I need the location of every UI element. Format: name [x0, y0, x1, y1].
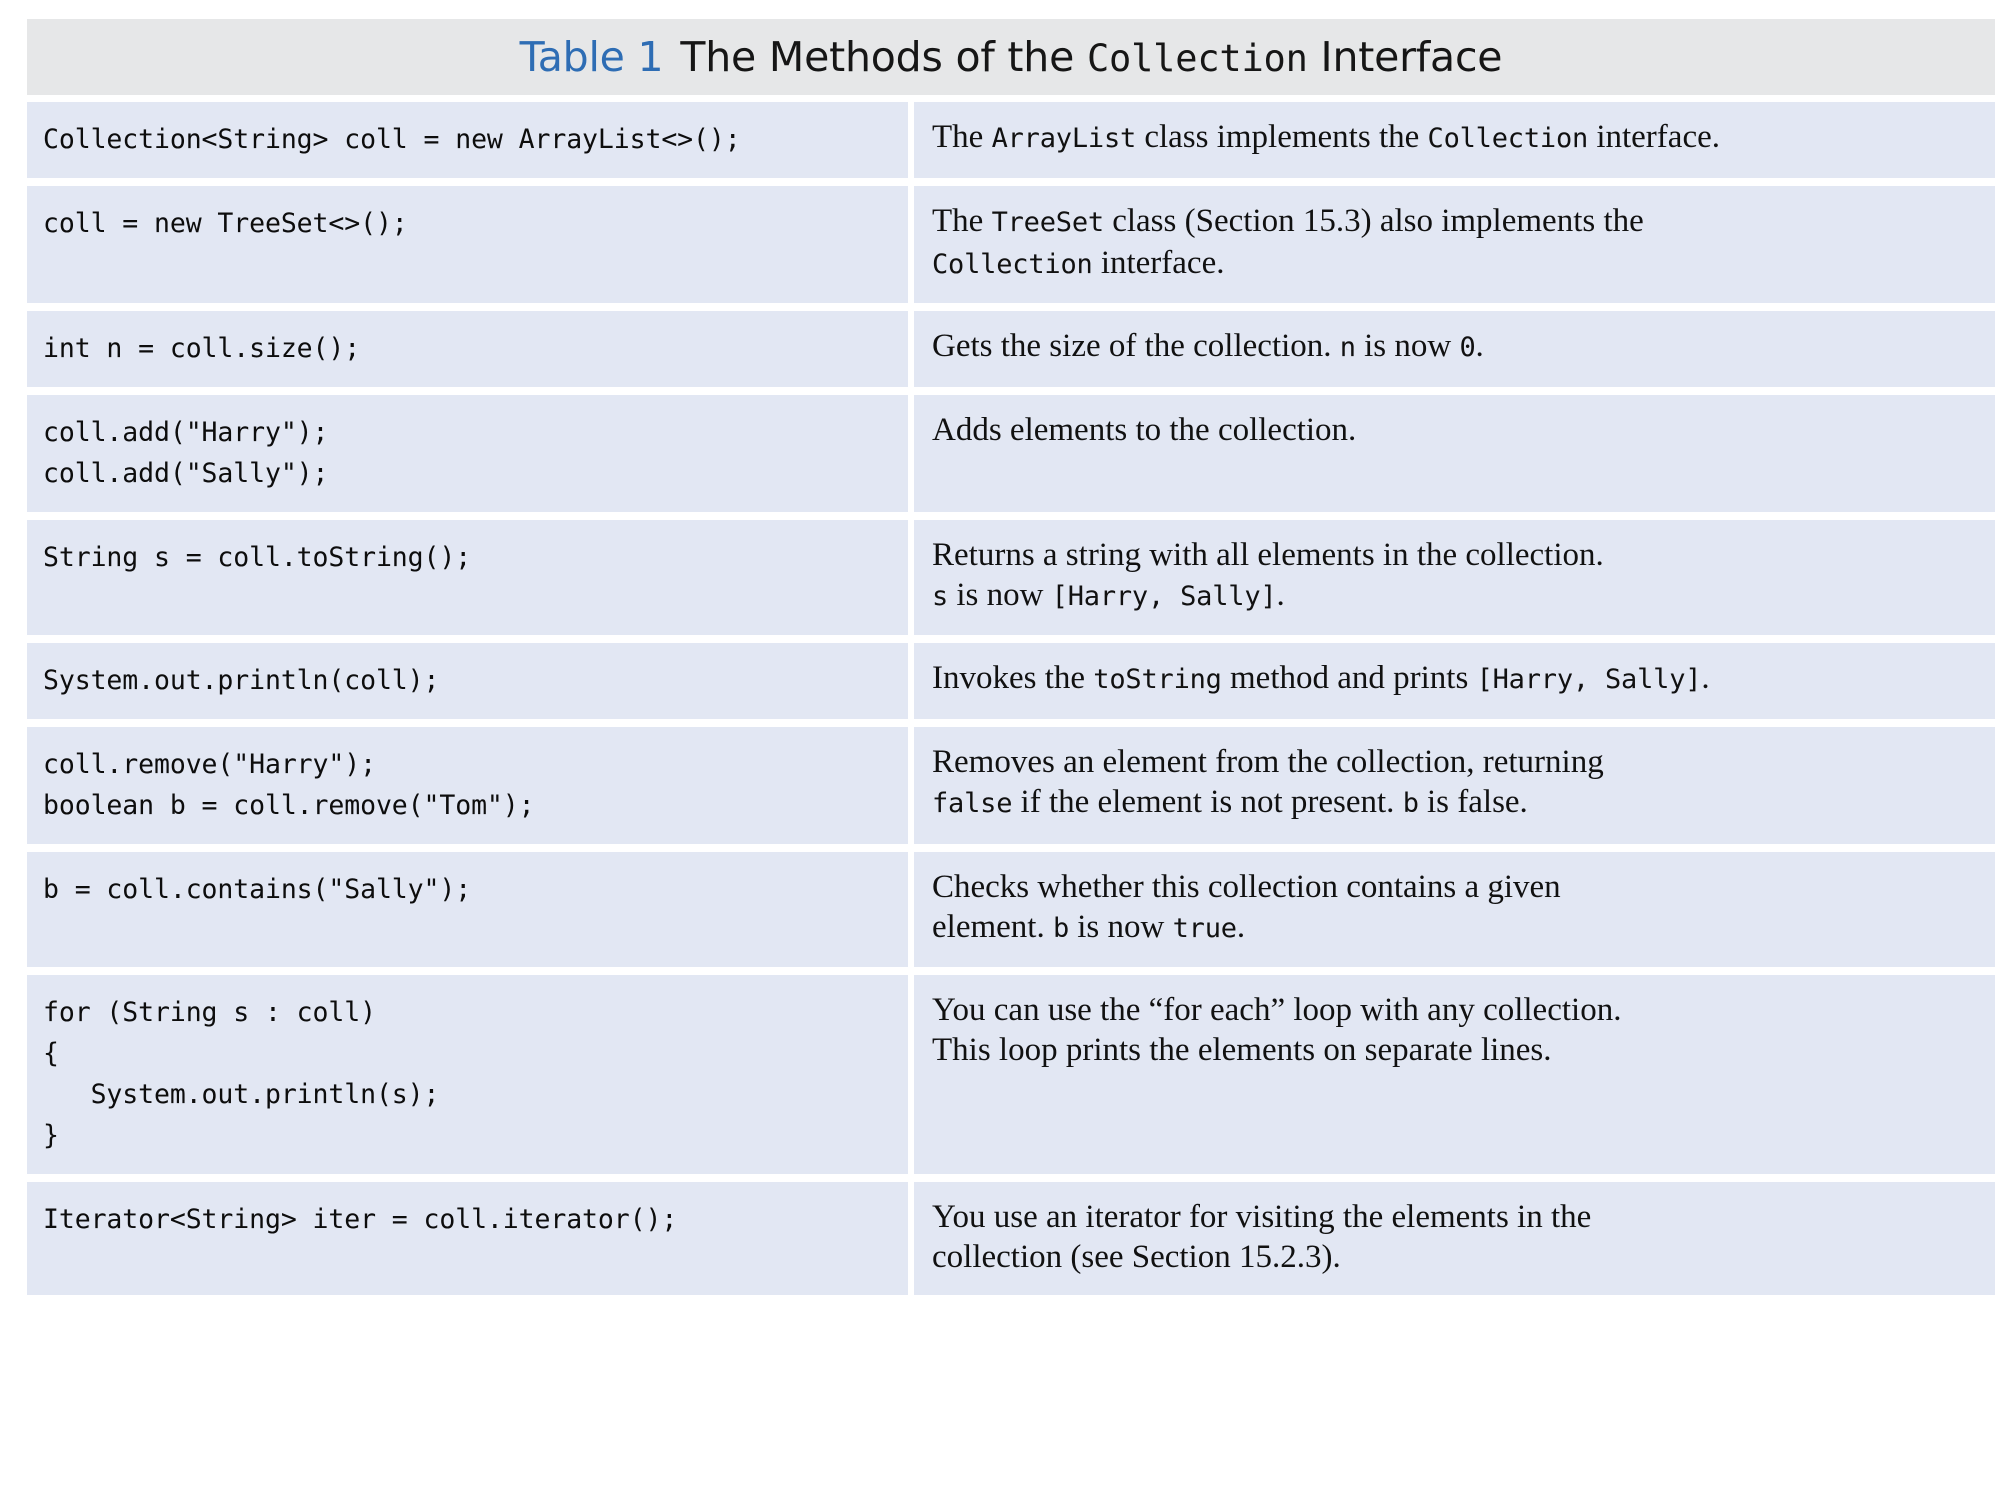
description-line: The ArrayList class implements the Colle… — [932, 117, 1973, 159]
inline-text: class implements the — [1136, 119, 1428, 155]
code-cell: Collection<String> coll = new ArrayList<… — [27, 102, 908, 178]
description-cell: You use an iterator for visiting the ele… — [914, 1182, 1995, 1295]
table-row: int n = coll.size(); Gets the size of the… — [27, 311, 1995, 387]
description-cell: Returns a string with all elements in th… — [914, 520, 1995, 635]
inline-text: Removes an element from the collection, … — [932, 744, 1604, 780]
table-row: Iterator<String> iter = coll.iterator();… — [27, 1182, 1995, 1295]
inline-text: The — [932, 203, 992, 239]
code-cell: Iterator<String> iter = coll.iterator(); — [27, 1182, 908, 1295]
inline-text: is now — [1069, 909, 1173, 945]
caption-title-post: Interface — [1307, 32, 1503, 81]
code-cell: for (String s : coll) { System.out.print… — [27, 975, 908, 1174]
description-line: You use an iterator for visiting the ele… — [932, 1197, 1973, 1237]
inline-text: is now — [1355, 328, 1460, 364]
description-line: Adds elements to the collection. — [932, 410, 1973, 450]
description-cell: Checks whether this collection contains … — [914, 852, 1995, 967]
code-cell: int n = coll.size(); — [27, 311, 908, 387]
description-line: Gets the size of the collection. n is no… — [932, 326, 1973, 368]
table-figure: Table 1 The Methods of the Collection Int… — [27, 19, 1995, 1467]
code-cell: coll.remove("Harry"); boolean b = coll.r… — [27, 727, 908, 844]
inline-code: false — [932, 788, 1013, 819]
table-row: coll = new TreeSet<>(); The TreeSet class… — [27, 186, 1995, 303]
description-line: s is now [Harry, Sally]. — [932, 575, 1973, 617]
table-row: coll.add("Harry"); coll.add("Sally"); Add… — [27, 395, 1995, 512]
description-cell: Gets the size of the collection. n is no… — [914, 311, 1995, 387]
description-line: false if the element is not present. b i… — [932, 782, 1973, 824]
inline-code: Collection — [1427, 123, 1589, 154]
inline-text: Gets the size of the collection. — [932, 328, 1340, 364]
description-line: Collection interface. — [932, 243, 1973, 285]
description-cell: You can use the “for each” loop with any… — [914, 975, 1995, 1174]
code-cell: coll = new TreeSet<>(); — [27, 186, 908, 303]
description-cell: Invokes the toString method and prints [… — [914, 643, 1995, 719]
inline-text: element. — [932, 909, 1053, 945]
description-cell: Removes an element from the collection, … — [914, 727, 1995, 844]
inline-text: This loop prints the elements on separat… — [932, 1032, 1552, 1068]
code-cell: coll.add("Harry"); coll.add("Sally"); — [27, 395, 908, 512]
table-row: for (String s : coll) { System.out.print… — [27, 975, 1995, 1174]
inline-text: if the element is not present. — [1012, 784, 1403, 820]
inline-text: Checks whether this collection contains … — [932, 869, 1561, 905]
inline-code: [Harry, Sally] — [1051, 581, 1277, 612]
inline-text: Invokes the — [932, 660, 1094, 696]
description-line: The TreeSet class (Section 15.3) also im… — [932, 201, 1973, 243]
inline-code: Collection — [932, 249, 1093, 280]
inline-text: interface. — [1588, 119, 1720, 155]
inline-code: n — [1339, 332, 1356, 363]
table-row: System.out.println(coll); Invokes the toS… — [27, 643, 1995, 719]
inline-code: b — [1052, 913, 1070, 944]
description-cell: The TreeSet class (Section 15.3) also im… — [914, 186, 1995, 303]
caption-title-pre: The Methods of the — [680, 32, 1087, 81]
inline-text: Adds elements to the collection. — [932, 412, 1357, 448]
code-cell: String s = coll.toString(); — [27, 520, 908, 635]
inline-code: TreeSet — [991, 207, 1105, 238]
inline-code: toString — [1093, 664, 1222, 695]
inline-text: . — [1475, 328, 1484, 364]
inline-text: class (Section 15.3) also implements the — [1103, 203, 1644, 239]
description-line: Checks whether this collection contains … — [932, 867, 1973, 907]
inline-text: collection (see Section 15.2.3). — [932, 1239, 1341, 1275]
inline-text: is now — [948, 577, 1052, 613]
inline-text: . — [1276, 577, 1285, 613]
description-cell: The ArrayList class implements the Colle… — [914, 102, 1995, 178]
inline-code: true — [1172, 913, 1237, 944]
inline-text: Returns a string with all elements in th… — [932, 537, 1604, 573]
description-line: collection (see Section 15.2.3). — [932, 1237, 1973, 1277]
inline-text: is false. — [1418, 784, 1528, 820]
description-line: Removes an element from the collection, … — [932, 742, 1973, 782]
caption-title-mono: Collection — [1086, 36, 1308, 80]
table-row: Collection<String> coll = new ArrayList<… — [27, 102, 1995, 178]
description-line: Returns a string with all elements in th… — [932, 535, 1973, 575]
description-line: Invokes the toString method and prints [… — [932, 658, 1973, 700]
description-line: element. b is now true. — [932, 907, 1973, 949]
inline-code: s — [932, 581, 949, 612]
description-line: You can use the “for each” loop with any… — [932, 990, 1973, 1030]
inline-text: . — [1236, 909, 1246, 945]
table-row: String s = coll.toString(); Returns a str… — [27, 520, 1995, 635]
inline-text: interface. — [1092, 245, 1225, 281]
table-caption: Table 1 The Methods of the Collection Int… — [27, 19, 1995, 95]
description-line: This loop prints the elements on separat… — [932, 1030, 1973, 1070]
inline-text: . — [1701, 660, 1710, 696]
inline-text: You can use the “for each” loop with any… — [932, 992, 1622, 1028]
inline-code: b — [1402, 788, 1419, 819]
table-number-label: Table 1 — [519, 32, 664, 81]
inline-text: The — [932, 119, 992, 155]
inline-code: 0 — [1459, 332, 1476, 363]
code-cell: b = coll.contains("Sally"); — [27, 852, 908, 967]
inline-text: You use an iterator for visiting the ele… — [932, 1199, 1592, 1235]
description-cell: Adds elements to the collection. — [914, 395, 1995, 512]
table-row: b = coll.contains("Sally"); Checks whethe… — [27, 852, 1995, 967]
code-cell: System.out.println(coll); — [27, 643, 908, 719]
inline-text: method and prints — [1221, 660, 1477, 696]
table-body: Collection<String> coll = new ArrayList<… — [27, 102, 1995, 1295]
inline-code: ArrayList — [991, 123, 1137, 154]
table-row: coll.remove("Harry"); boolean b = coll.r… — [27, 727, 1995, 844]
inline-code: [Harry, Sally] — [1476, 664, 1702, 695]
